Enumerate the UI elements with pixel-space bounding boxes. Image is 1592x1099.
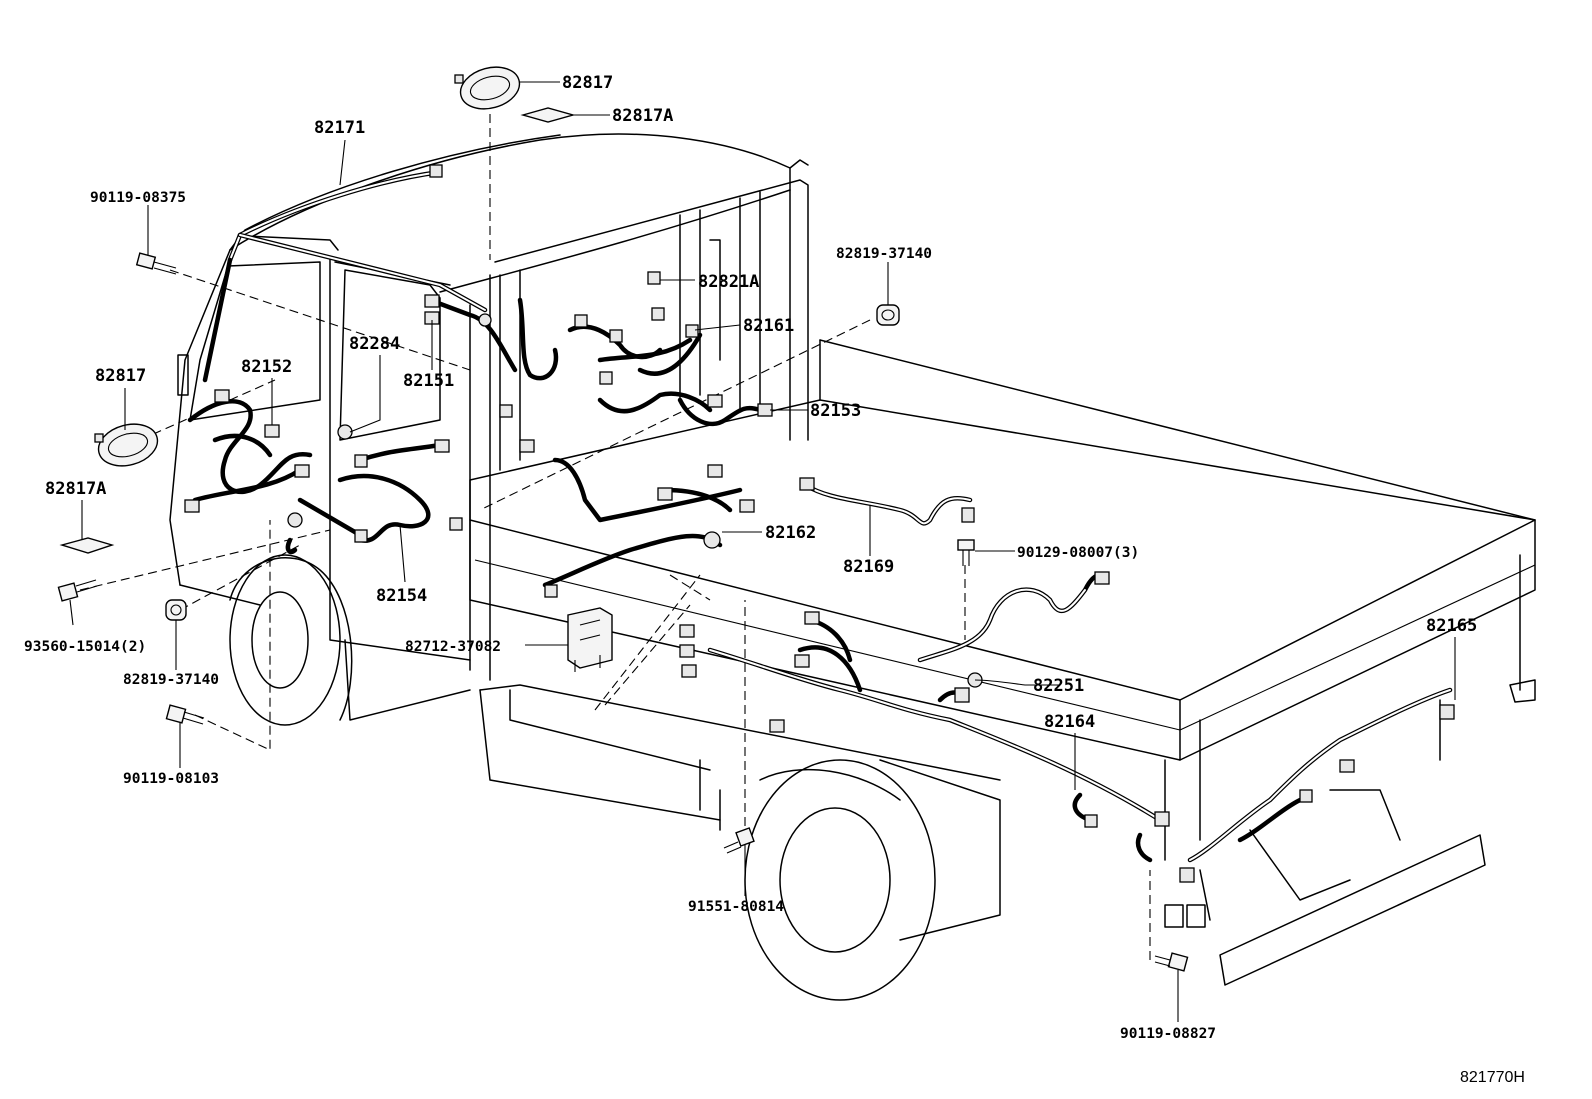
clamp-82819-37140-left-icon [165,599,187,621]
label-82821a: 82821A [698,272,759,292]
label-82817a-left: 82817A [45,479,106,499]
harness-82164 [679,611,1170,863]
label-82819-37140-right: 82819-37140 [836,246,932,262]
label-82169: 82169 [843,557,894,577]
harness-82161-82821a [499,271,713,453]
bolt-93560-15014-icon [57,579,98,602]
harness-82284 [285,424,353,555]
label-82154: 82154 [376,586,427,606]
label-90119-08827: 90119-08827 [1120,1026,1216,1042]
harness-82165 [1179,687,1455,883]
label-82162: 82162 [765,523,816,543]
label-93560-15014: 93560-15014(2) [24,639,146,655]
part-labels: 82817 82817A 82171 90119-08375 82819-371… [24,73,1525,1086]
harness-82151 [424,294,518,373]
grommet-82817-top-icon [454,66,521,110]
bolt-90119-08827-icon [1154,952,1189,972]
relay-block-82712-37082-icon [567,607,613,672]
harness-82169 [799,477,975,526]
label-82164: 82164 [1044,712,1095,732]
label-82165: 82165 [1426,616,1477,636]
label-90129-08007: 90129-08007(3) [1017,545,1139,561]
label-82153: 82153 [810,401,861,421]
pad-82817a-left-icon [59,537,115,554]
label-82819-37140-left: 82819-37140 [123,672,219,688]
grommet-82817-left-icon [94,423,159,467]
label-82817a-top: 82817A [612,106,673,126]
bolt-90129-08007-icon [957,539,975,566]
label-90119-08375: 90119-08375 [90,190,186,206]
label-90119-08103: 90119-08103 [123,771,219,787]
harness-82152 [184,389,313,513]
harness-82251 [917,571,1110,688]
figure-code: 821770H [1460,1069,1525,1086]
label-82817-left: 82817 [95,366,146,386]
leader-lines [69,81,1456,1022]
label-82151: 82151 [403,371,454,391]
label-91551-80814: 91551-80814 [688,899,784,915]
clamp-82819-37140-right-icon [876,304,900,326]
label-82251: 82251 [1033,676,1084,696]
harness-82171 [202,164,488,383]
harness-82162 [542,457,755,598]
label-82152: 82152 [241,357,292,377]
label-82161: 82161 [743,316,794,336]
label-82284: 82284 [349,334,400,354]
label-82817-top: 82817 [562,73,613,93]
label-82171: 82171 [314,118,365,138]
truck-outline [169,133,1536,1001]
guide-lines [79,100,1151,960]
label-82712-37082: 82712-37082 [405,639,501,655]
pad-82817a-top-icon [520,107,576,123]
bolt-90119-08103-icon [165,704,205,725]
bolt-91551-80814-icon [723,827,755,854]
bolt-90119-08375-icon [135,252,177,275]
harness-82154 [297,439,463,543]
